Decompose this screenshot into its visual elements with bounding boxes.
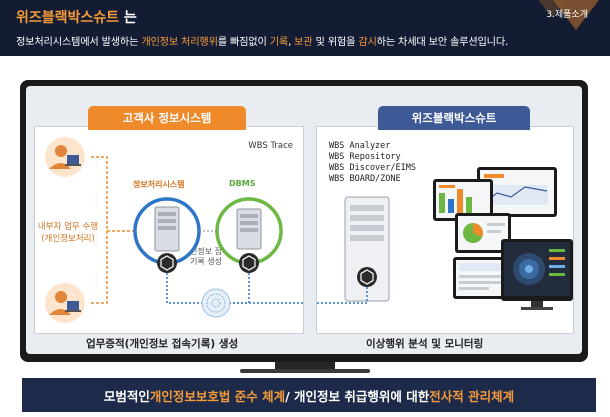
- title-suffix: 는: [119, 10, 137, 26]
- insider-label: 내부자 업무 수행 (개인정보처리): [37, 222, 99, 244]
- insider-bracket: [91, 156, 108, 304]
- product-item: WBS Repository: [329, 152, 401, 162]
- dashboard-screen: [477, 167, 557, 217]
- decorative-triangle: [550, 0, 602, 30]
- wbs-suite-panel: WBS Analyzer WBS Repository WBS Discover…: [316, 126, 574, 334]
- inbound-flow-line: [317, 287, 368, 304]
- customer-system-panel: WBS Trace 정보처리시스템 DBMS 내부자 업무 수행 (개인정보처리…: [34, 126, 305, 334]
- section-label: 3.제품소개: [546, 10, 588, 20]
- wbs-agent-icon: [357, 267, 377, 287]
- highlight-text: 전사적 관리체계: [429, 388, 515, 404]
- network-globe-icon: [201, 288, 231, 318]
- highlight-text: 감시: [358, 37, 377, 48]
- system-server-icon: [154, 206, 180, 252]
- system-flow-line: [166, 273, 203, 304]
- trace-agent-icon: [157, 253, 177, 273]
- wbs-suite-tab: 위즈블랙박스슈트: [378, 106, 530, 130]
- customer-system-tab: 고객사 정보시스템: [88, 106, 246, 130]
- product-item: WBS Analyzer: [329, 141, 391, 151]
- flow-diagram: [45, 137, 305, 323]
- header-banner: 위즈블랙박스슈트 는 3.제품소개 정보처리시스템에서 발생하는 개인정보 처리…: [0, 0, 610, 56]
- brand-name: 위즈블랙박스슈트: [16, 10, 120, 26]
- monitor-screen: WBS Trace 정보처리시스템 DBMS 내부자 업무 수행 (개인정보처리…: [26, 86, 582, 354]
- plain-text: 및 위험을: [312, 37, 359, 48]
- plain-text: / 개인정보 취급행위에 대한: [285, 388, 430, 404]
- product-list: WBS Analyzer WBS Repository WBS Discover…: [329, 141, 416, 185]
- monitor-stand: [275, 362, 335, 369]
- dashboard-screen: [453, 257, 509, 299]
- left-caption: 업무증적(개인정보 접속기록) 생성: [86, 338, 239, 350]
- monitoring-monitor: [501, 239, 573, 310]
- log-label: 개인정보 접속기록 생성: [182, 247, 230, 266]
- monitor-base: [240, 369, 370, 373]
- page-subtitle: 정보처리시스템에서 발생하는 개인정보 처리행위를 빠짐없이 기록, 보관 및 …: [16, 33, 508, 48]
- dbms-label: DBMS: [229, 179, 256, 188]
- plain-text: 모범적인: [103, 388, 150, 404]
- page-title: 위즈블랙박스슈트 는: [16, 7, 137, 27]
- product-item: WBS Discover/EIMS: [329, 163, 416, 173]
- system-label: 정보처리시스템: [133, 180, 185, 189]
- dashboard-screen: [455, 213, 511, 253]
- plain-text: 정보처리시스템에서 발생하는: [16, 37, 142, 48]
- dbms-flow-line: [229, 273, 250, 304]
- plain-text: ,: [288, 37, 295, 48]
- monitor-frame: WBS Trace 정보처리시스템 DBMS 내부자 업무 수행 (개인정보처리…: [20, 80, 588, 362]
- highlight-text: 개인정보 처리행위: [141, 37, 218, 48]
- wbs-illustration: [317, 167, 573, 310]
- highlight-text: 보관: [294, 37, 313, 48]
- product-item: WBS BOARD/ZONE: [329, 174, 401, 184]
- right-caption: 이상행위 분석 및 모니터링: [366, 338, 484, 350]
- dashboard-screen: [433, 179, 493, 221]
- footer-banner: 모범적인 개인정보보호법 준수 체계 / 개인정보 취급행위에 대한 전사적 관…: [22, 378, 596, 412]
- plain-text: 하는 차세대 보안 솔루션입니다.: [376, 37, 509, 48]
- highlight-text: 개인정보보호법 준수 체계: [149, 388, 286, 404]
- trace-agent-icon: [239, 253, 259, 273]
- insider-user-icon: [45, 283, 85, 323]
- decorative-triangle: [534, 0, 570, 18]
- wbs-trace-label: WBS Trace: [248, 141, 293, 151]
- insider-user-icon: [45, 137, 85, 177]
- dbms-server-icon: [236, 208, 262, 250]
- plain-text: 를 빠짐없이: [217, 37, 270, 48]
- highlight-text: 기록: [269, 37, 289, 48]
